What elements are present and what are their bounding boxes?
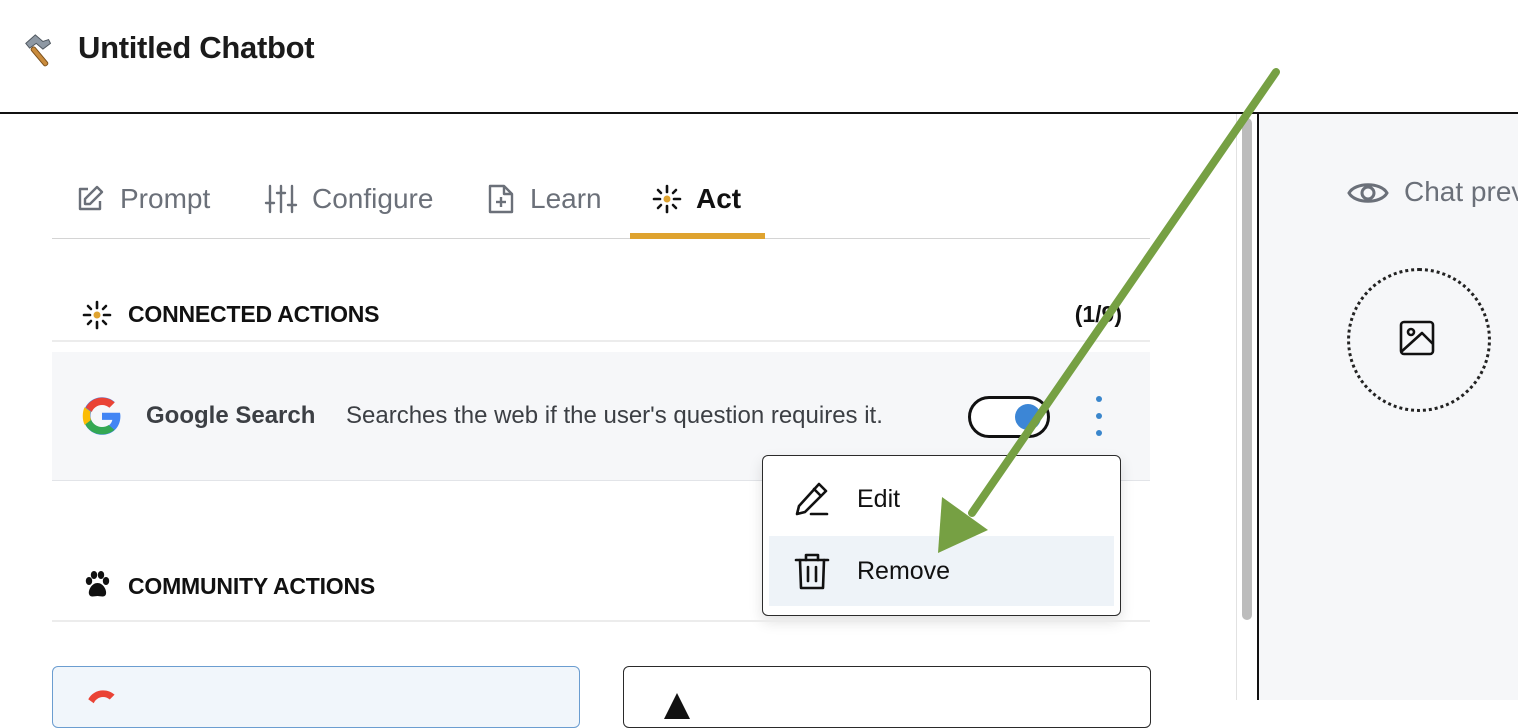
- section-title: CONNECTED ACTIONS: [128, 301, 380, 327]
- image-icon: [1399, 320, 1435, 356]
- chat-preview-panel: Chat prev: [1259, 114, 1518, 700]
- spark-icon: [652, 184, 682, 214]
- scrollbar-thumb[interactable]: [1242, 118, 1252, 620]
- actions-count: (1/9): [1074, 301, 1122, 327]
- triangle-icon: [664, 693, 690, 719]
- action-enabled-toggle[interactable]: [968, 396, 1050, 438]
- file-plus-icon: [488, 184, 514, 214]
- tab-label: Act: [696, 183, 742, 214]
- menu-item-edit[interactable]: Edit: [769, 464, 1114, 534]
- section-title: COMMUNITY ACTIONS: [128, 573, 376, 599]
- preview-title: Chat prev: [1404, 176, 1518, 207]
- tab-bar: Prompt Configure Learn Act: [52, 160, 1150, 239]
- avatar-upload[interactable]: [1347, 268, 1491, 412]
- toggle-knob: [1015, 404, 1041, 430]
- connected-actions-header: CONNECTED ACTIONS (1/9): [52, 290, 1150, 342]
- menu-item-label: Edit: [857, 484, 901, 513]
- menu-item-remove[interactable]: Remove: [769, 536, 1114, 606]
- community-action-card[interactable]: [52, 666, 580, 728]
- eye-icon: [1347, 183, 1389, 203]
- scrollbar[interactable]: [1236, 114, 1259, 700]
- community-actions-header: COMMUNITY ACTIONS: [52, 562, 1150, 622]
- tab-configure[interactable]: Configure: [264, 160, 433, 238]
- hammer-icon: [25, 34, 52, 67]
- community-action-card[interactable]: [623, 666, 1151, 728]
- tab-act[interactable]: Act: [652, 160, 741, 238]
- top-bar: Untitled Chatbot: [0, 0, 1518, 114]
- paw-icon: [85, 571, 110, 597]
- spark-icon: [82, 300, 112, 330]
- tab-learn[interactable]: Learn: [486, 160, 602, 238]
- trash-icon: [794, 553, 830, 590]
- edit-square-icon: [78, 185, 104, 211]
- page-title: Untitled Chatbot: [78, 30, 315, 65]
- tab-label: Learn: [530, 183, 602, 214]
- google-logo-icon: [88, 690, 115, 704]
- tab-label: Prompt: [120, 183, 211, 214]
- sliders-icon: [264, 184, 298, 214]
- tab-label: Configure: [312, 183, 434, 214]
- google-logo-icon: [82, 397, 121, 435]
- pen-icon: [795, 482, 829, 516]
- menu-item-label: Remove: [857, 556, 951, 585]
- action-name: Google Search: [146, 402, 316, 429]
- active-tab-indicator: [630, 233, 765, 239]
- tab-prompt[interactable]: Prompt: [74, 160, 210, 238]
- action-description: Searches the web if the user's question …: [346, 402, 883, 429]
- more-options-button[interactable]: [1086, 396, 1112, 436]
